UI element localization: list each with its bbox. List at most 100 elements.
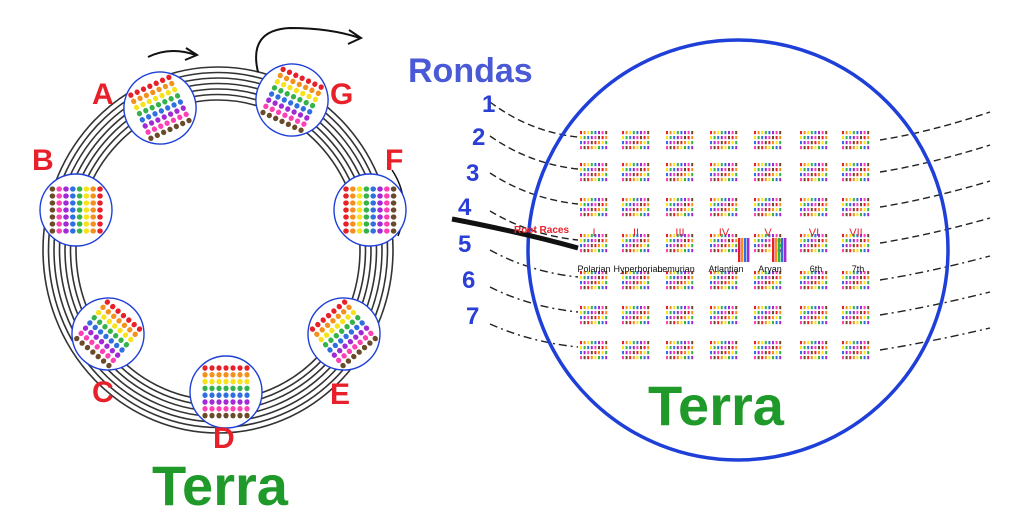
globe-label-d: D [213,422,235,455]
globe-dot [114,352,121,358]
globe-dot [299,75,305,82]
globe-dot [244,412,250,419]
globe-g [255,63,329,137]
globe-dot [358,329,364,336]
globe-dot [275,109,282,116]
globe-dot [70,186,76,192]
root-races-label: Root Races [514,225,569,236]
flow-arrow-g [255,26,361,73]
globe-dot [355,315,361,321]
globe-dot [383,207,390,213]
globe-dot [177,114,183,121]
globe-dot [356,186,363,192]
globe-dot [70,228,76,234]
globe-dot [110,303,116,310]
globe-dot [350,186,356,192]
round-number: 4 [458,194,472,221]
globe-dot [216,372,222,378]
globe-dot [334,323,340,329]
globe-dot [351,353,357,360]
globe-dot [128,336,134,343]
round-line-out [879,111,991,141]
globe-dot [343,221,349,227]
highlight-bar [784,238,787,262]
globe-dot [390,228,397,234]
globe-dot [223,365,229,371]
globe-dot [323,332,330,338]
globe-dot [383,186,390,192]
race-cell [754,198,782,217]
globe-dot [162,83,169,90]
globe-dot [312,81,318,87]
globe-dot [223,399,229,405]
globe-dot [148,120,155,126]
globe-dot [230,412,236,419]
globe-dot [117,327,123,334]
globe-dot [356,193,363,199]
race-cell [842,163,870,182]
globe-dot [97,329,104,335]
globe-dot [383,228,390,234]
globe-dot [49,200,56,206]
round-line-out [879,180,991,208]
globe-dot [143,107,149,114]
race-cell [842,306,870,325]
earth-circle [526,38,950,462]
globe-dot [283,75,290,82]
globe-dot [209,365,215,371]
race-cell [800,234,828,253]
globe-dot [88,329,94,336]
globe-dot [140,101,146,108]
globe-dot [49,214,56,220]
globe-dot [278,88,284,94]
globe-dot [300,90,306,97]
globe-dot [343,228,349,234]
globe-dot [346,304,352,311]
globe-dot [152,111,158,117]
globe-dot [139,117,145,123]
globe-dot [272,100,278,106]
globe-dot [377,207,383,213]
globe-dot [291,109,297,115]
globe-dot [216,378,222,385]
globe-dot [363,200,370,206]
globe-dot [363,207,370,213]
globe-dot [314,331,320,338]
rondas-heading: Rondas [408,52,533,90]
globe-dot [174,108,180,114]
race-cell [666,271,694,290]
globe-dot [357,339,363,346]
globe-dot [121,322,128,329]
globe-dot [142,123,148,129]
globe-dot [140,86,147,92]
flow-arrow-a [147,50,197,58]
globe-a [123,71,197,145]
globe-dot [209,412,215,419]
race-cell [754,163,782,182]
globe-dot [126,317,132,323]
globe-dot [350,193,356,199]
race-cell [580,306,608,325]
globe-dot [90,214,96,220]
globe-dot [166,74,172,81]
globe-dot [165,89,171,96]
globe-dot [183,111,189,118]
globe-dot [383,214,390,220]
globe-dot [274,78,280,85]
globe-dot [171,102,177,108]
race-cell [580,198,608,217]
ring-diagram: A G B F C E D Terra [32,26,407,517]
globe-dot [304,115,310,121]
globe-dot [70,193,76,199]
globe-dot [95,353,101,360]
race-cell [800,271,828,290]
globe-dot [209,378,215,385]
globe-dot [244,399,250,405]
globe-dot [100,304,106,311]
race-name: Lemurian [657,264,695,274]
globe-dot [78,330,84,337]
globe-dot [337,347,343,354]
globe-dot [109,347,115,354]
globe-dot [279,118,285,125]
round-line-out [879,327,991,351]
